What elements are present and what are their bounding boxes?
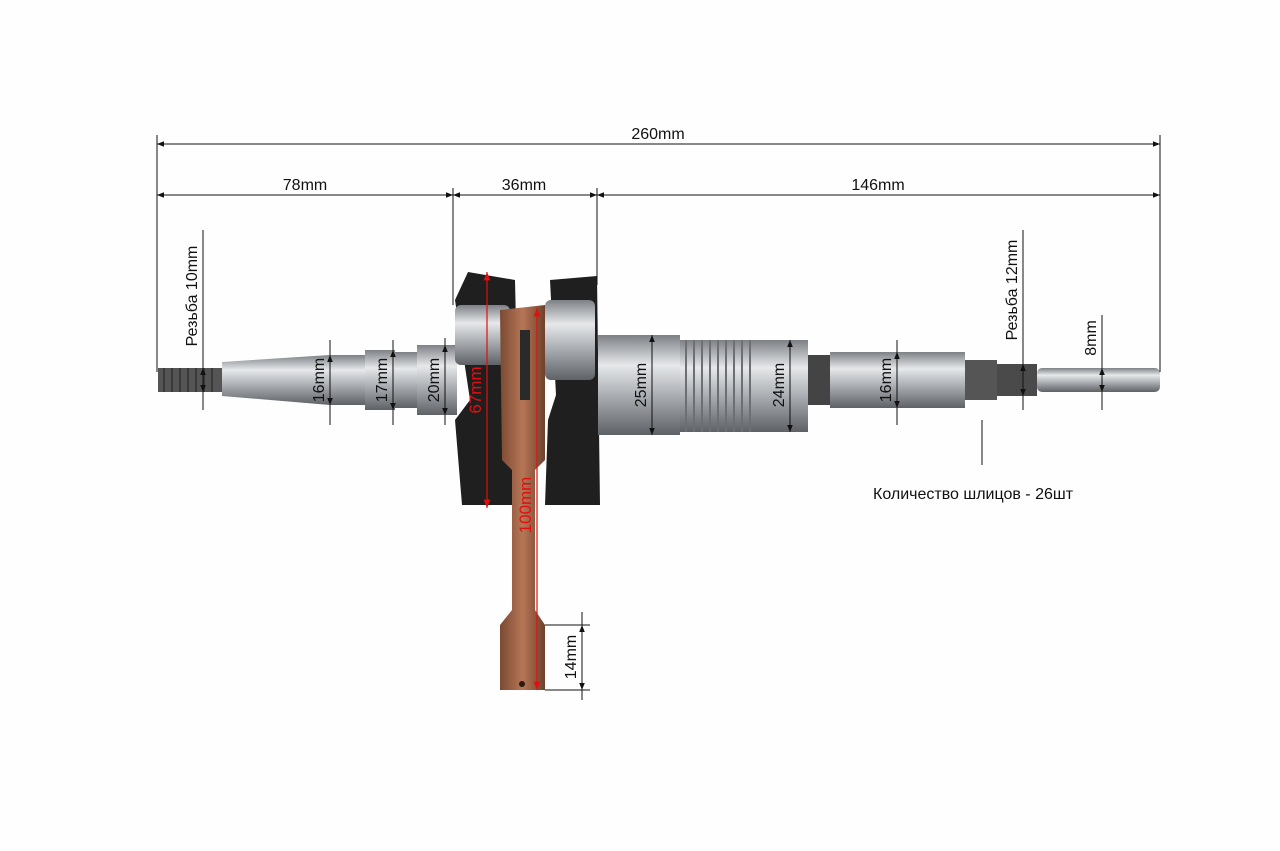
left-thread-label: Резьба 10mm bbox=[184, 246, 201, 347]
right-bearing bbox=[545, 300, 595, 380]
splines-label: Количество шлицов - 26шт bbox=[873, 486, 1074, 503]
right-d3-label: 16mm bbox=[878, 358, 895, 402]
left-section-label: 78mm bbox=[283, 177, 327, 194]
left-taper bbox=[222, 355, 330, 405]
right-tip-label: 8mm bbox=[1083, 320, 1100, 356]
left-bearing bbox=[455, 305, 510, 365]
left-thread bbox=[158, 368, 224, 392]
small-end-label: 14mm bbox=[563, 635, 580, 679]
rod-length-label: 100mm bbox=[516, 477, 535, 534]
right-d2-label: 24mm bbox=[771, 363, 788, 407]
gear-teeth bbox=[808, 355, 830, 405]
left-d2-label: 17mm bbox=[374, 358, 391, 402]
right-thread-label: Резьба 12mm bbox=[1004, 240, 1021, 341]
web-height-label: 67mm bbox=[466, 366, 485, 413]
right-thread bbox=[997, 364, 1037, 396]
main-journal bbox=[598, 335, 680, 435]
right-d1-label: 25mm bbox=[633, 363, 650, 407]
right-section-label: 146mm bbox=[851, 177, 904, 194]
red-dimension-lines bbox=[483, 272, 541, 690]
dimension-lines bbox=[156, 135, 1161, 700]
middle-section-label: 36mm bbox=[502, 177, 546, 194]
left-d3-label: 20mm bbox=[426, 358, 443, 402]
overall-length-label: 260mm bbox=[631, 126, 684, 143]
left-d1-label: 16mm bbox=[311, 358, 328, 402]
right-tip bbox=[1037, 368, 1160, 392]
splines bbox=[965, 360, 997, 400]
